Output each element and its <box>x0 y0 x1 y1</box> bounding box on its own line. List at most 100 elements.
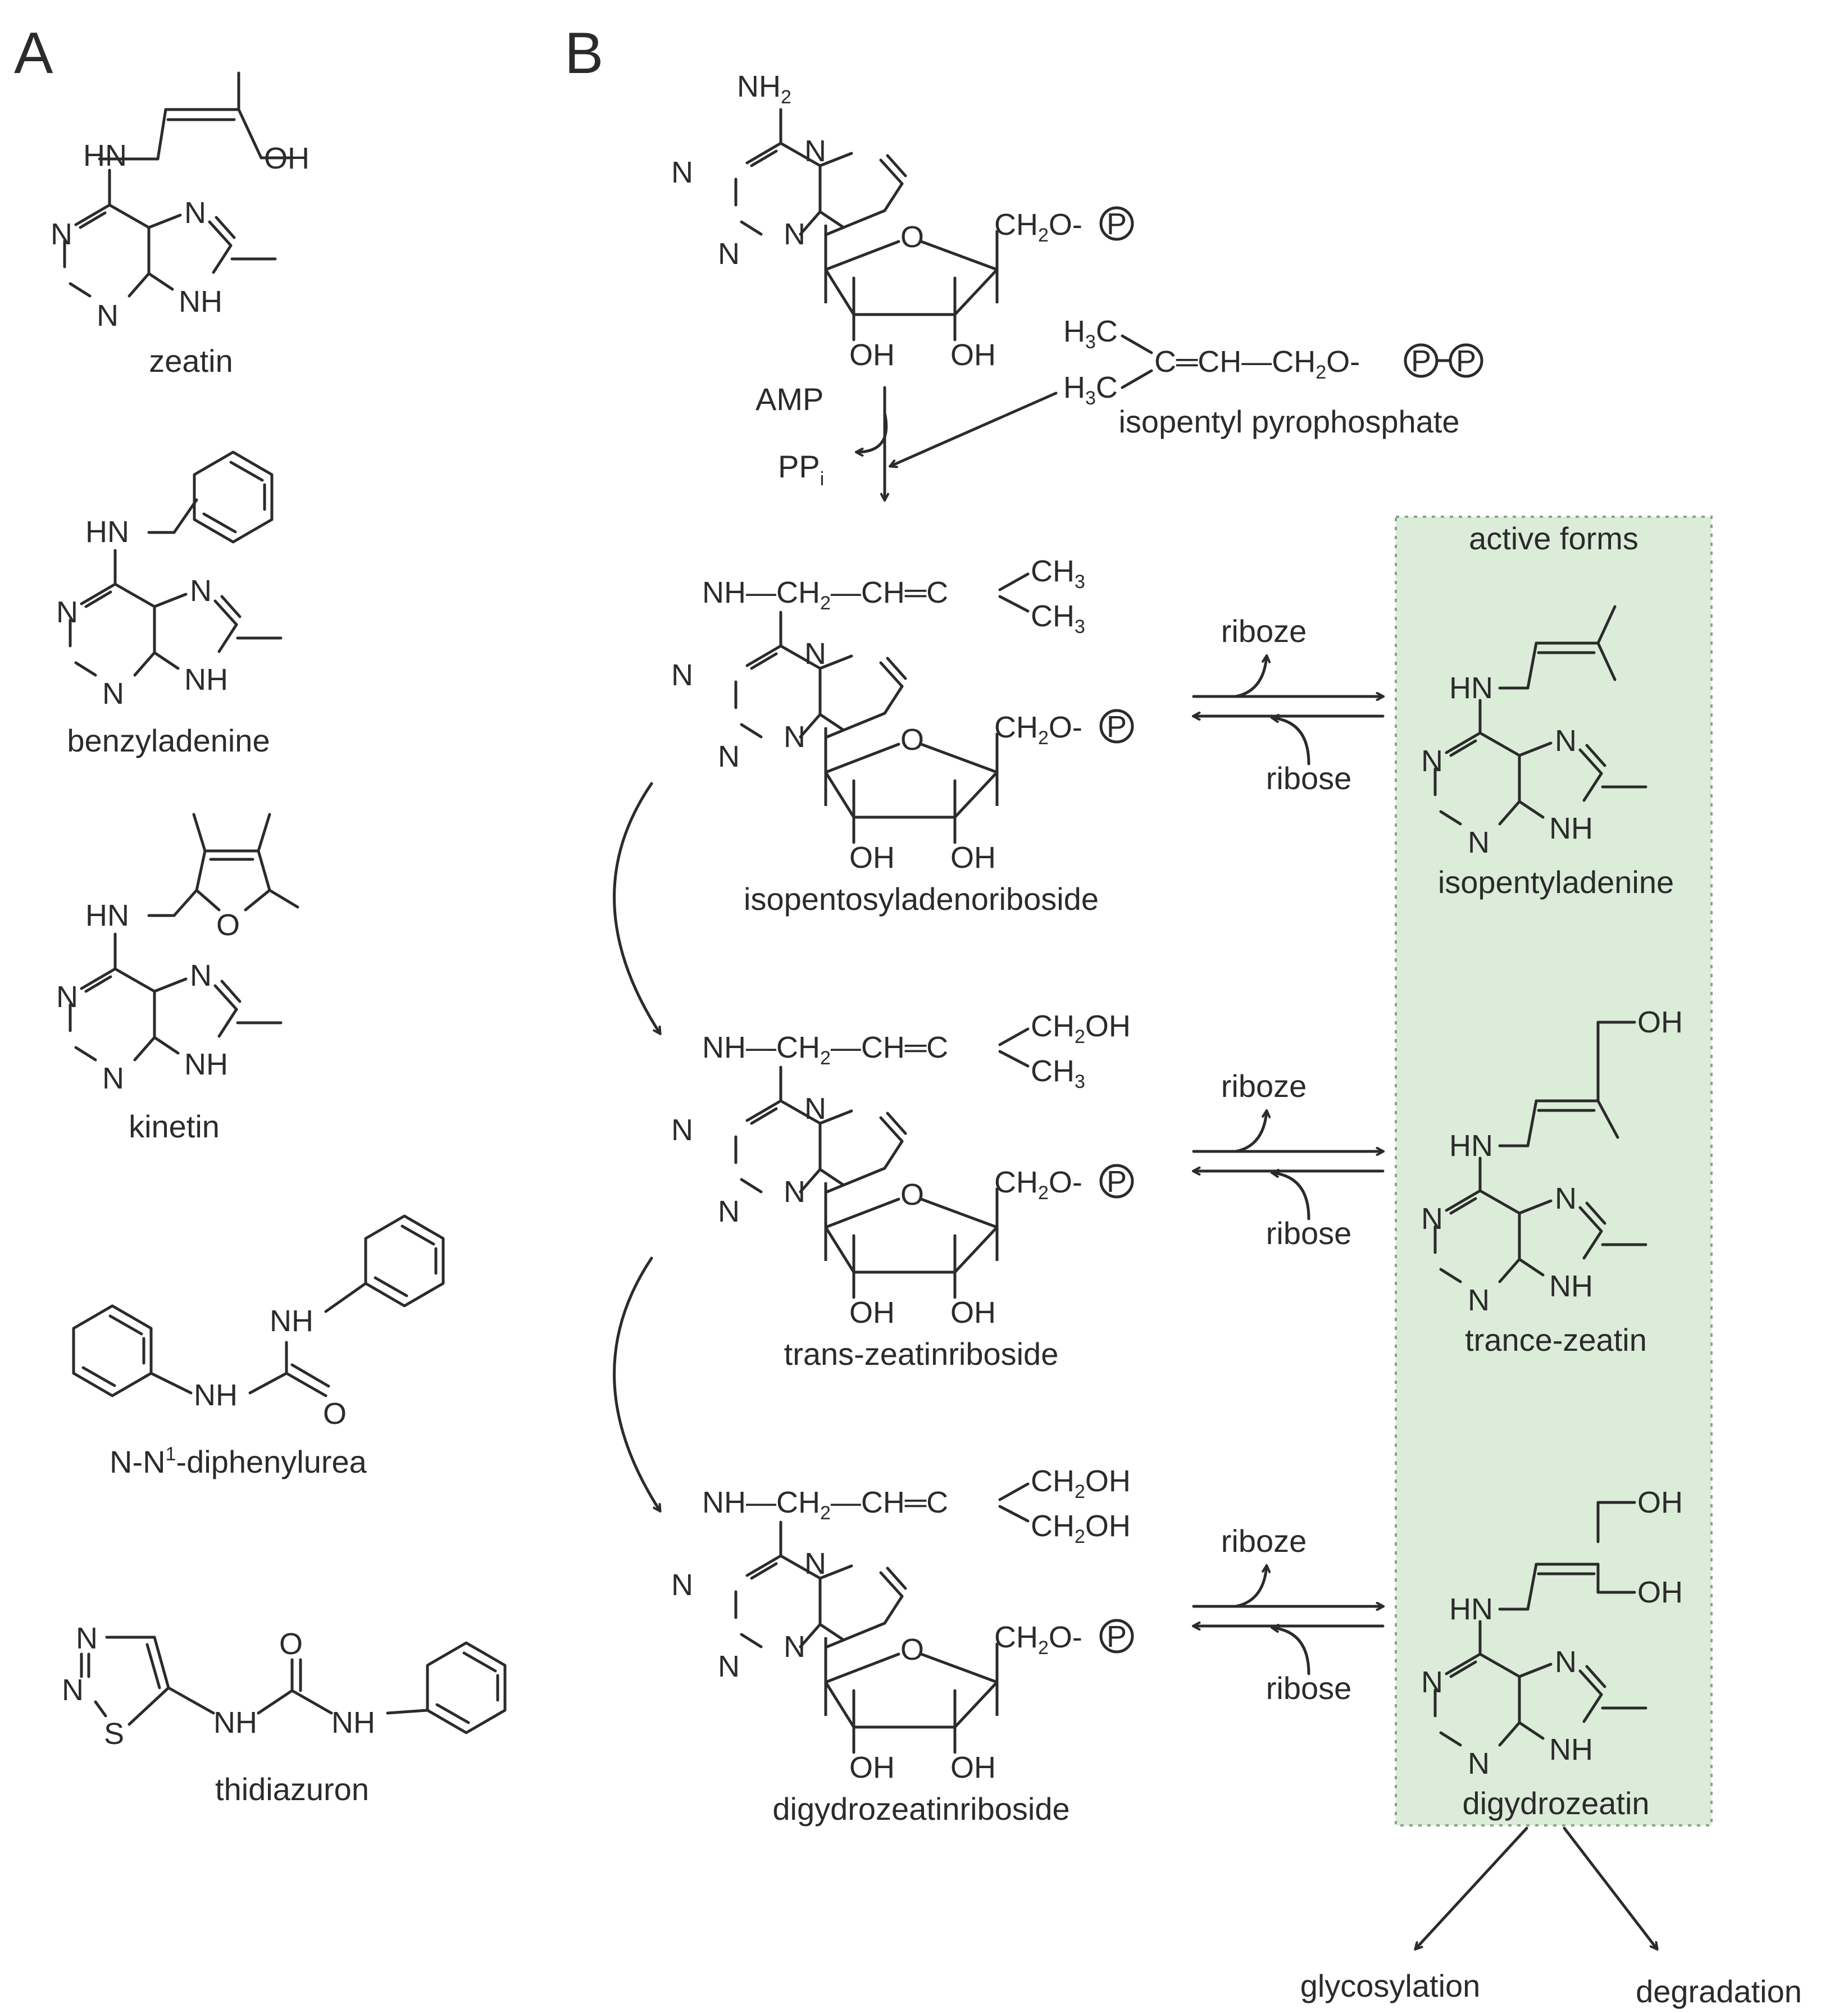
amp-oh2: OH <box>950 338 996 372</box>
active-n3: N <box>1468 1747 1490 1780</box>
riboze-label: riboze <box>1221 1068 1307 1104</box>
amp-exp <box>824 209 886 236</box>
benzyladenine-phenyl <box>194 452 272 542</box>
active-n1: N <box>1421 744 1443 778</box>
active-nh: NH <box>1549 812 1593 845</box>
benzyladenine-structure <box>70 498 283 675</box>
riboside-substituent-2: CH2OH <box>1031 1509 1131 1547</box>
ribose-label: ribose <box>1266 1670 1352 1706</box>
riboside-name: trans-zeatinriboside <box>784 1336 1059 1372</box>
thidiazuron-o: O <box>279 1627 303 1661</box>
ipp-bonds <box>1121 334 1153 389</box>
diphenylurea-bonds <box>149 1282 367 1397</box>
active-oh: OH <box>1637 1005 1683 1039</box>
amp-n1: N <box>671 156 693 189</box>
zeatin-name: zeatin <box>149 343 233 379</box>
zeatin-oh: OH <box>264 142 309 175</box>
fate-degradation: degradation <box>1636 1974 1802 2009</box>
zeatin-n3: N <box>97 299 119 333</box>
active-n7: N <box>1555 724 1577 758</box>
active-oh2: OH <box>1637 1575 1683 1609</box>
ribose-exchange-arrows <box>1194 1111 1383 1220</box>
riboze-label: riboze <box>1221 613 1307 649</box>
riboside-chain: NH—CH2—CH═C <box>702 576 948 614</box>
ipp-p2: P <box>1456 344 1476 378</box>
kinetin-name: kinetin <box>129 1109 220 1144</box>
ppi-label: PPi <box>778 449 824 490</box>
active-nh: NH <box>1549 1269 1593 1303</box>
riboside-oh2: OH <box>950 841 996 875</box>
amp-p: P <box>1107 207 1127 241</box>
riboside-n1: N <box>671 1113 693 1147</box>
zeatin-nh: NH <box>179 285 222 318</box>
riboside-n7: N <box>804 637 826 671</box>
active-n7: N <box>1555 1645 1577 1679</box>
riboside-n1: N <box>671 658 693 692</box>
amp-phosphate-circle <box>1099 206 1134 241</box>
riboside-substituent-1: CH2OH <box>1031 1009 1131 1048</box>
fate-glycosylation: glycosylation <box>1300 1968 1481 2003</box>
ribose-label: ribose <box>1266 760 1352 796</box>
riboside-oh1: OH <box>849 841 895 875</box>
amp-o: O <box>900 220 924 254</box>
ipp-h3c-top: H3C <box>1063 315 1118 353</box>
benzyladenine-n7: N <box>190 574 212 608</box>
amp-nh2: NH2 <box>737 70 791 108</box>
riboside-p: P <box>1107 710 1127 744</box>
benzyladenine-n1: N <box>56 595 78 629</box>
ribose-exchange-arrows <box>1194 1566 1383 1675</box>
thidiazuron-n-top: N <box>76 1622 98 1655</box>
diphenylurea-phenyl-left <box>74 1306 151 1396</box>
active-n3: N <box>1468 1283 1490 1317</box>
riboside-n3: N <box>718 1650 740 1683</box>
zeatin-n7: N <box>184 196 206 230</box>
active-n1: N <box>1421 1202 1443 1236</box>
riboside-chain: NH—CH2—CH═C <box>702 1486 948 1524</box>
riboside-n9: N <box>784 1630 805 1664</box>
kinetin-structure <box>70 813 299 1060</box>
thidiazuron-bonds <box>80 1636 429 1726</box>
riboside-o: O <box>900 1633 924 1666</box>
zeatin-structure <box>65 71 291 296</box>
riboside-p: P <box>1107 1165 1127 1199</box>
benzyladenine-name: benzyladenine <box>67 723 270 758</box>
benzyladenine-n3: N <box>102 677 124 711</box>
ipp-p1: P <box>1411 344 1431 378</box>
active-forms: HNNNNNHisopentyladenineHNOHNNNNHtrance-z… <box>1421 605 1683 1821</box>
amp-ch2o: CH2O- <box>994 208 1082 246</box>
thidiazuron-nh-right: NH <box>331 1706 375 1739</box>
active-hn: HN <box>1449 1129 1493 1163</box>
active-oh1: OH <box>1637 1486 1683 1519</box>
riboside-o: O <box>900 1178 924 1212</box>
amp-n9: N <box>784 217 805 251</box>
riboside-n7: N <box>804 1092 826 1126</box>
ipp-h3c-bot: H3C <box>1063 371 1118 409</box>
phosphate-circle <box>1099 1164 1134 1199</box>
riboside-n7: N <box>804 1547 826 1581</box>
phosphate-circle <box>1099 1619 1134 1654</box>
riboside-chain: NH—CH2—CH═C <box>702 1031 948 1069</box>
biosynthesis-arrows <box>613 782 660 1511</box>
riboside-n1: N <box>671 1568 693 1602</box>
riboside-substituent-2: CH3 <box>1031 599 1085 637</box>
riboside-ch2o: CH2O- <box>994 1165 1082 1204</box>
amp-n7: N <box>804 134 826 168</box>
riboside-ch2o: CH2O- <box>994 711 1082 749</box>
ribose-label: ribose <box>1266 1215 1352 1251</box>
kinetin-n3: N <box>102 1062 124 1095</box>
panel-b-label: B <box>565 21 603 86</box>
benzyladenine-hn: HN <box>85 515 129 549</box>
diphenylurea-o: O <box>323 1397 347 1431</box>
active-nh: NH <box>1549 1733 1593 1766</box>
riboside-n9: N <box>784 1175 805 1209</box>
active-name: isopentyladenine <box>1438 864 1674 900</box>
riboside-oh1: OH <box>849 1296 895 1329</box>
riboside-n3: N <box>718 740 740 773</box>
amp-n3: N <box>718 237 740 271</box>
